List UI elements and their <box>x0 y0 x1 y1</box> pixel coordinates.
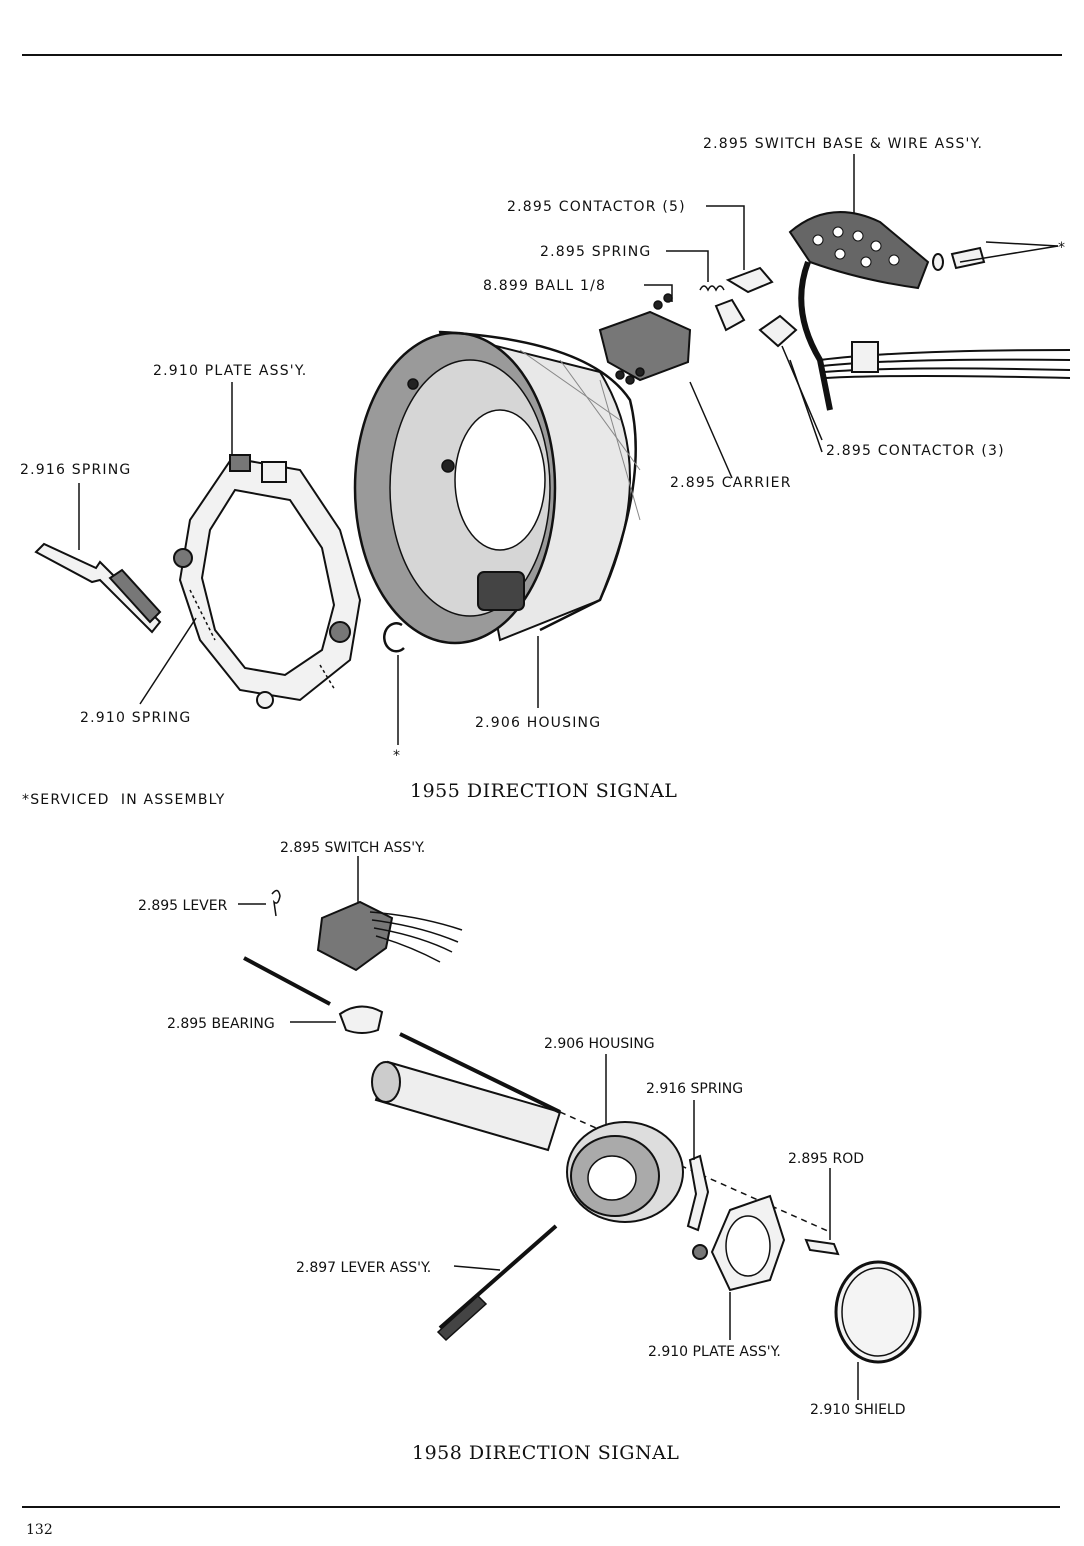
ball-part <box>663 293 673 303</box>
rod-2895-part <box>804 1238 840 1256</box>
housing-2906-part <box>353 330 641 645</box>
plate-2910-1958-part <box>692 1194 786 1292</box>
rod-thin-part <box>243 956 331 1006</box>
switch-2895-part <box>316 900 463 972</box>
label-housing-2906: 2.906 HOUSING <box>475 715 601 731</box>
screw-washer-part <box>932 246 986 271</box>
label-shield-1958: 2.910 SHIELD <box>810 1402 906 1418</box>
carrier-2895-part <box>598 310 692 385</box>
label-lever-assy-1958: 2.897 LEVER ASS'Y. <box>296 1260 431 1276</box>
lever-assy-2897-part <box>436 1224 558 1342</box>
diagram-1955: 2.895 SWITCH BASE & WIRE ASS'Y. 2.895 CO… <box>20 136 1071 808</box>
label-carrier: 2.895 CARRIER <box>670 475 792 491</box>
spring-2895-part <box>699 285 725 292</box>
label-asterisk-right: * <box>1058 240 1066 256</box>
plate-2910-part <box>173 454 362 709</box>
label-spring-2916: 2.916 SPRING <box>20 462 131 478</box>
diagram-1958: 2.895 SWITCH ASS'Y. 2.895 LEVER 2.895 BE… <box>138 840 922 1464</box>
label-contactor-5: 2.895 CONTACTOR (5) <box>507 199 686 215</box>
contactor-part <box>758 314 798 348</box>
switch-base-2895-part <box>788 211 1071 411</box>
shield-2910-part <box>834 1260 922 1364</box>
bearing-2895-part <box>338 1005 384 1034</box>
label-housing-1958: 2.906 HOUSING <box>544 1036 655 1052</box>
label-switch-base: 2.895 SWITCH BASE & WIRE ASS'Y. <box>703 136 983 152</box>
footnote-serviced: *SERVICED IN ASSEMBLY <box>22 792 226 808</box>
contactor-part <box>714 298 746 332</box>
label-spring-2895: 2.895 SPRING <box>540 244 651 260</box>
label-contactor-3: 2.895 CONTACTOR (3) <box>826 443 1005 459</box>
lever-2895-part <box>271 889 281 917</box>
label-spring-2910: 2.910 SPRING <box>80 710 191 726</box>
caption-1955: 1955 DIRECTION SIGNAL <box>410 780 677 802</box>
label-ball: 8.899 BALL 1/8 <box>483 278 606 294</box>
snap-ring-part <box>383 622 405 653</box>
leader-lines-1958 <box>238 856 859 1400</box>
spring-2916-part <box>34 542 162 634</box>
label-plate-2910: 2.910 PLATE ASS'Y. <box>153 363 307 379</box>
spring-2916-1958-part <box>686 1154 710 1232</box>
label-asterisk-bottom: * <box>393 748 401 764</box>
housing-2906-1958-part <box>566 1121 684 1223</box>
label-bearing-1958: 2.895 BEARING <box>167 1016 275 1032</box>
page-number: 132 <box>26 1522 53 1538</box>
label-switch-1958: 2.895 SWITCH ASS'Y. <box>280 840 425 856</box>
ball-part <box>653 300 663 310</box>
leader-lines-1955 <box>78 154 1059 745</box>
caption-1958: 1958 DIRECTION SIGNAL <box>412 1442 679 1464</box>
label-lever-1958: 2.895 LEVER <box>138 898 228 914</box>
contactor-part <box>725 266 774 294</box>
label-plate-1958: 2.910 PLATE ASS'Y. <box>648 1344 781 1360</box>
label-spring-1958: 2.916 SPRING <box>646 1081 743 1097</box>
label-rod-1958: 2.895 ROD <box>788 1151 864 1167</box>
column-tube-part <box>371 1032 562 1152</box>
